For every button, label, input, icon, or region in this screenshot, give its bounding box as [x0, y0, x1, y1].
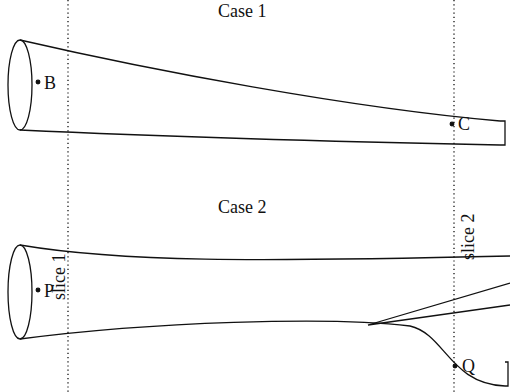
point-label: Q — [462, 357, 475, 375]
sample-point — [450, 122, 454, 126]
tube-opening — [8, 245, 32, 339]
tube-wall — [20, 321, 505, 386]
point-label: C — [458, 115, 470, 133]
point-label: P — [44, 282, 54, 300]
case-title: Case 1 — [218, 2, 267, 20]
slice-label: slice 2 — [459, 214, 477, 261]
tube-wall — [20, 245, 510, 260]
tube-end — [500, 121, 505, 145]
tube-wall — [20, 130, 500, 145]
point-label: B — [44, 74, 56, 92]
tube-wall — [20, 40, 500, 121]
sample-point — [36, 80, 40, 84]
sample-point — [453, 364, 457, 368]
slice-line — [453, 0, 454, 392]
case-title: Case 2 — [218, 198, 267, 216]
tube-end — [505, 362, 508, 386]
tube-opening — [8, 40, 32, 130]
branch-wall — [368, 283, 510, 325]
sample-point — [36, 288, 40, 292]
